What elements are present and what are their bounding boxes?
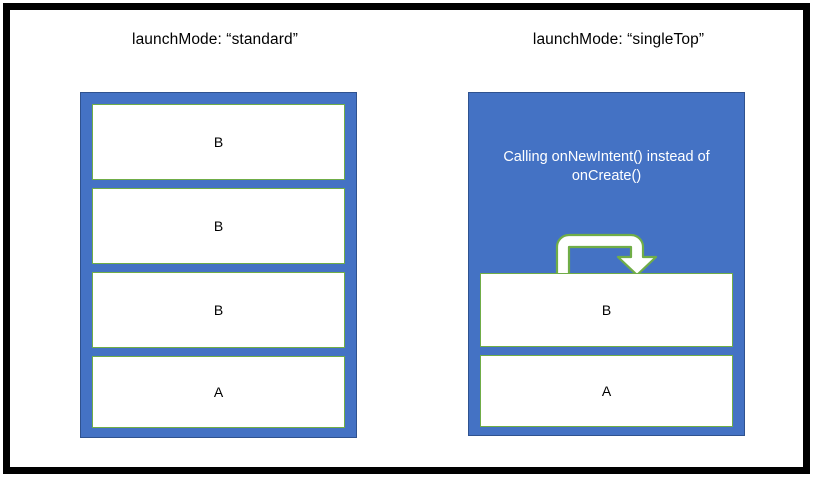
panel-launchmode-standard: launchMode: “standard” B B B A xyxy=(10,10,420,467)
activity-card-label: A xyxy=(213,384,224,400)
slide-frame: launchMode: “standard” B B B A launchMod… xyxy=(3,3,810,474)
activity-card[interactable]: B xyxy=(92,188,345,264)
activity-card[interactable]: B xyxy=(92,104,345,180)
activity-card-label: B xyxy=(213,218,224,234)
activity-card[interactable]: B xyxy=(480,273,733,347)
activity-card-label: B xyxy=(601,302,612,318)
panel-title-singletop: launchMode: “singleTop” xyxy=(532,31,705,48)
activity-card[interactable]: A xyxy=(480,355,733,427)
activity-card-label: B xyxy=(213,302,224,318)
panel-launchmode-singletop: launchMode: “singleTop” Calling onNewInt… xyxy=(420,10,817,467)
activity-card-label: A xyxy=(601,383,612,399)
activity-card[interactable]: B xyxy=(92,272,345,348)
activity-stack-standard: B B B A xyxy=(80,92,357,438)
panel-title-standard: launchMode: “standard” xyxy=(132,31,298,48)
activity-stack-singletop: Calling onNewIntent() instead of onCreat… xyxy=(468,92,745,436)
activity-card-label: B xyxy=(213,134,224,150)
onnewintent-note: Calling onNewIntent() instead of onCreat… xyxy=(503,149,710,184)
activity-card[interactable]: A xyxy=(92,356,345,428)
u-turn-arrow-icon xyxy=(555,233,658,277)
